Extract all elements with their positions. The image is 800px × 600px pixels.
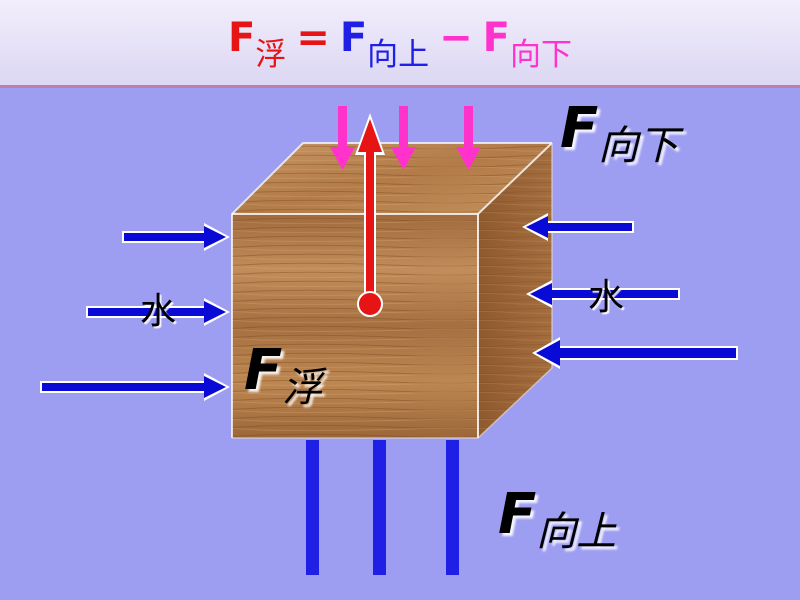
wooden-cube bbox=[231, 142, 553, 439]
up-bar bbox=[446, 440, 459, 575]
formula-f-down: F向下 bbox=[482, 15, 572, 73]
formula-f-buoyant: F浮 bbox=[227, 15, 287, 73]
up-pressure-bars bbox=[306, 440, 459, 575]
buoyancy-origin-dot bbox=[357, 291, 383, 317]
down-arrow bbox=[456, 106, 481, 170]
right-side-arrows bbox=[522, 213, 738, 369]
side-arrow-left bbox=[532, 337, 738, 369]
buoyancy-formula: F浮=F向上−F向下 bbox=[0, 8, 800, 73]
side-arrow-right bbox=[40, 373, 230, 401]
formula-banner: F浮=F向上−F向下 bbox=[0, 0, 800, 88]
side-arrow-left bbox=[526, 280, 680, 308]
label-f-down: F向下 bbox=[560, 96, 679, 169]
formula-equals: = bbox=[296, 15, 330, 61]
formula-minus: − bbox=[439, 15, 473, 61]
up-bar bbox=[306, 440, 319, 575]
down-pressure-arrows bbox=[330, 106, 481, 170]
label-f-up: F向上 bbox=[498, 482, 617, 555]
label-water-right: 水 bbox=[588, 277, 625, 318]
down-arrow bbox=[330, 106, 355, 170]
side-arrow-right bbox=[86, 298, 230, 326]
side-arrow-right bbox=[122, 223, 230, 251]
up-bar bbox=[373, 440, 386, 575]
formula-f-up: F向上 bbox=[339, 15, 430, 73]
label-water-left: 水 bbox=[140, 291, 177, 332]
left-side-arrows bbox=[40, 223, 230, 401]
down-arrow bbox=[391, 106, 416, 170]
label-f-buoyant: F浮 bbox=[244, 338, 323, 411]
side-arrow-left bbox=[522, 213, 634, 241]
buoyant-force-arrow bbox=[355, 113, 385, 317]
